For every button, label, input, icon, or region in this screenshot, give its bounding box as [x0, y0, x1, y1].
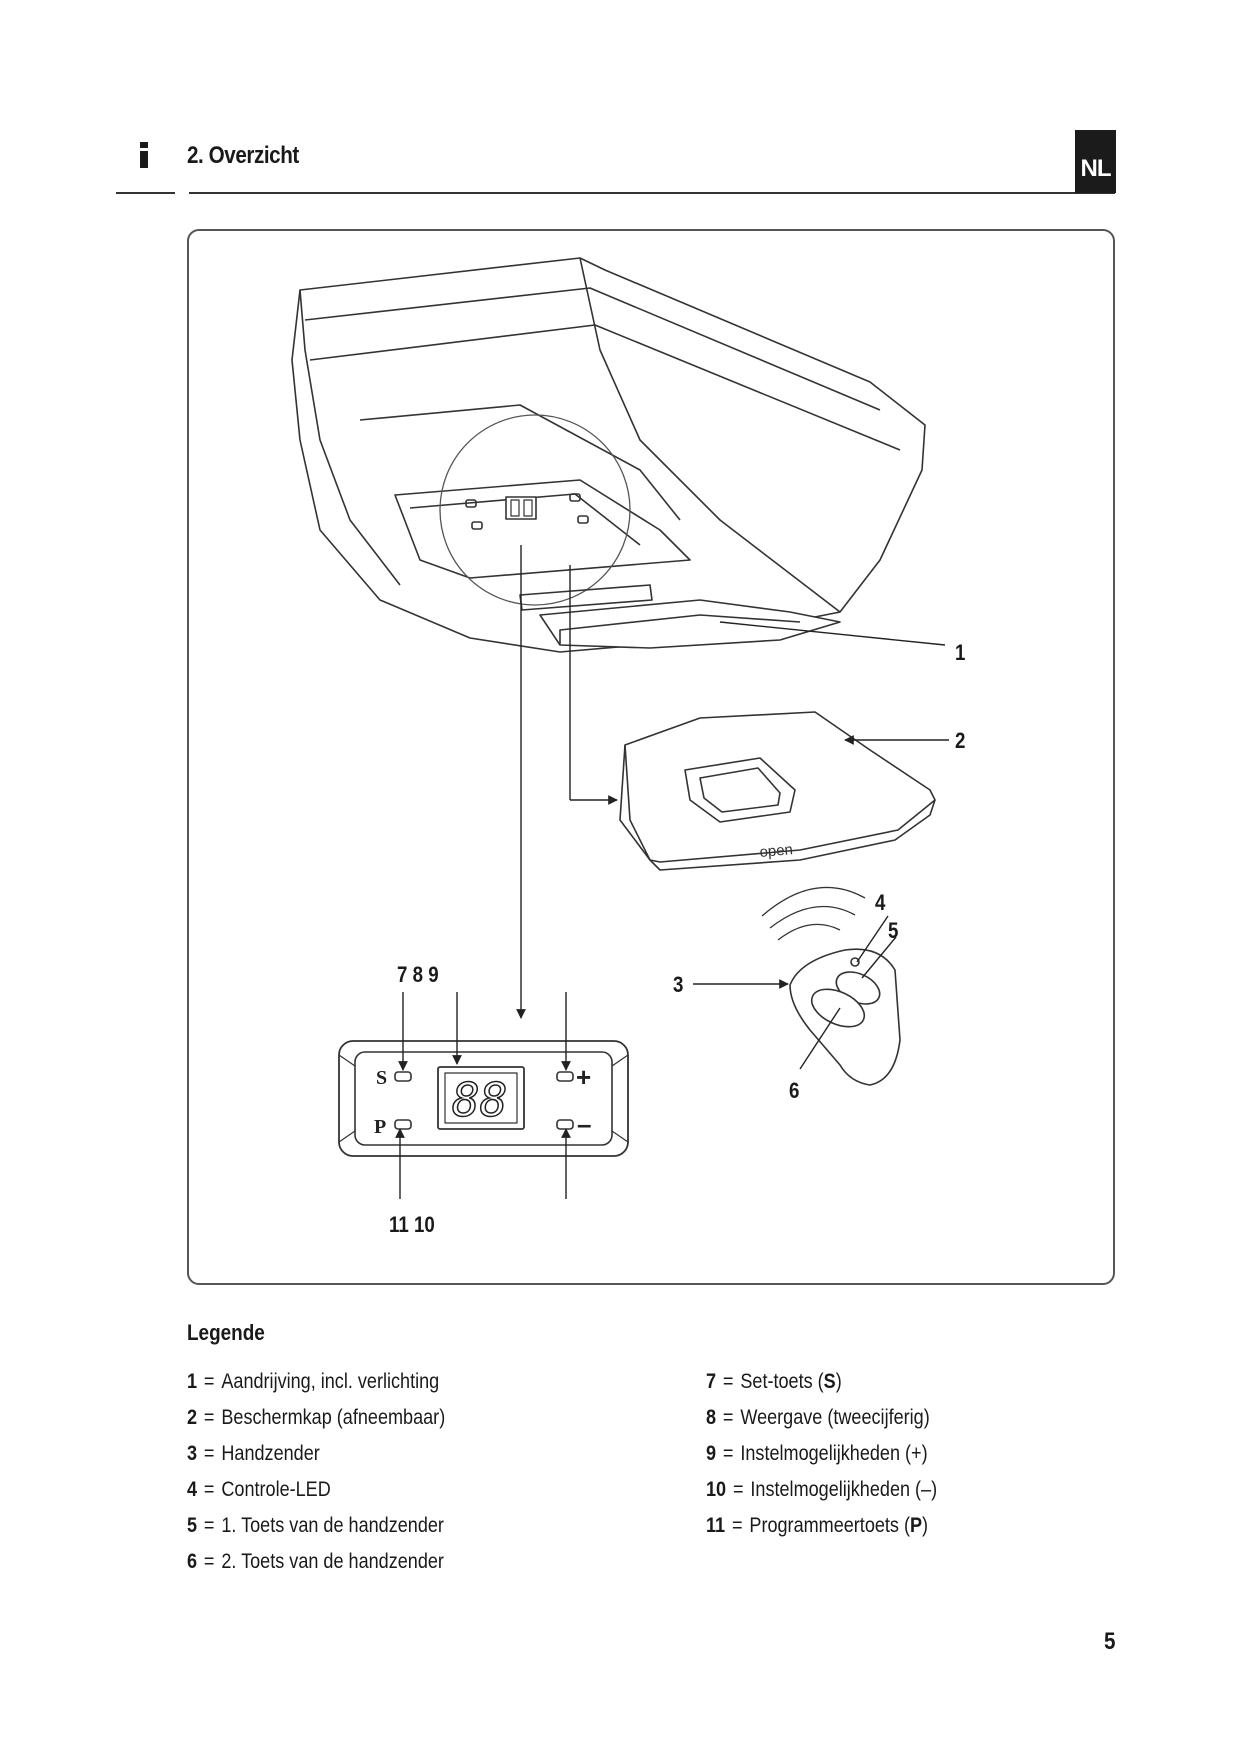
hand-transmitter-drawing [761, 886, 901, 1086]
legend-item: 9=Instelmogelijkheden (+) [706, 1442, 928, 1465]
legend-item: 11=Programmeertoets (P) [706, 1514, 929, 1537]
callout-4: 4 [875, 890, 886, 915]
page-number: 5 [1104, 1628, 1116, 1655]
callout-2: 2 [955, 728, 966, 753]
legend-item: 7=Set-toets (S) [706, 1370, 842, 1393]
program-key-letter: P [374, 1116, 386, 1138]
legend-item: 3=Handzender [187, 1442, 320, 1465]
leader-lines [395, 545, 949, 1199]
header-rule-short [116, 192, 175, 194]
cover-drawing: open [619, 711, 936, 871]
legend-item: 5=1. Toets van de handzender [187, 1514, 444, 1537]
cover-open-text: open [759, 841, 794, 861]
legend-item: 2=Beschermkap (afneembaar) [187, 1406, 446, 1429]
callout-5: 5 [888, 918, 899, 943]
section-title: 2. Overzicht [187, 142, 299, 169]
legend-item: 10=Instelmogelijkheden (–) [706, 1478, 938, 1501]
two-digit-display: 88 [452, 1073, 507, 1127]
figure-frame [187, 229, 1115, 1285]
drive-unit-drawing [291, 257, 926, 653]
callout-6: 6 [789, 1078, 800, 1103]
legend-item: 4=Controle-LED [187, 1478, 331, 1501]
info-icon [140, 142, 148, 168]
legend-item: 8=Weergave (tweecijferig) [706, 1406, 930, 1429]
callout-7-8-9: 7 8 9 [397, 962, 439, 987]
language-badge: NL [1075, 130, 1116, 193]
legend-item: 6=2. Toets van de handzender [187, 1550, 444, 1573]
callout-3: 3 [673, 972, 684, 997]
header-rule [189, 192, 1115, 194]
control-panel-drawing [338, 1040, 629, 1157]
legend-title: Legende [187, 1320, 265, 1345]
callout-11-10: 11 10 [389, 1212, 435, 1237]
legend-item: 1=Aandrijving, incl. verlichting [187, 1370, 440, 1393]
callout-1: 1 [955, 640, 966, 665]
set-key-letter: S [376, 1067, 387, 1089]
minus-symbol: – [577, 1109, 591, 1139]
plus-symbol: + [576, 1062, 591, 1092]
